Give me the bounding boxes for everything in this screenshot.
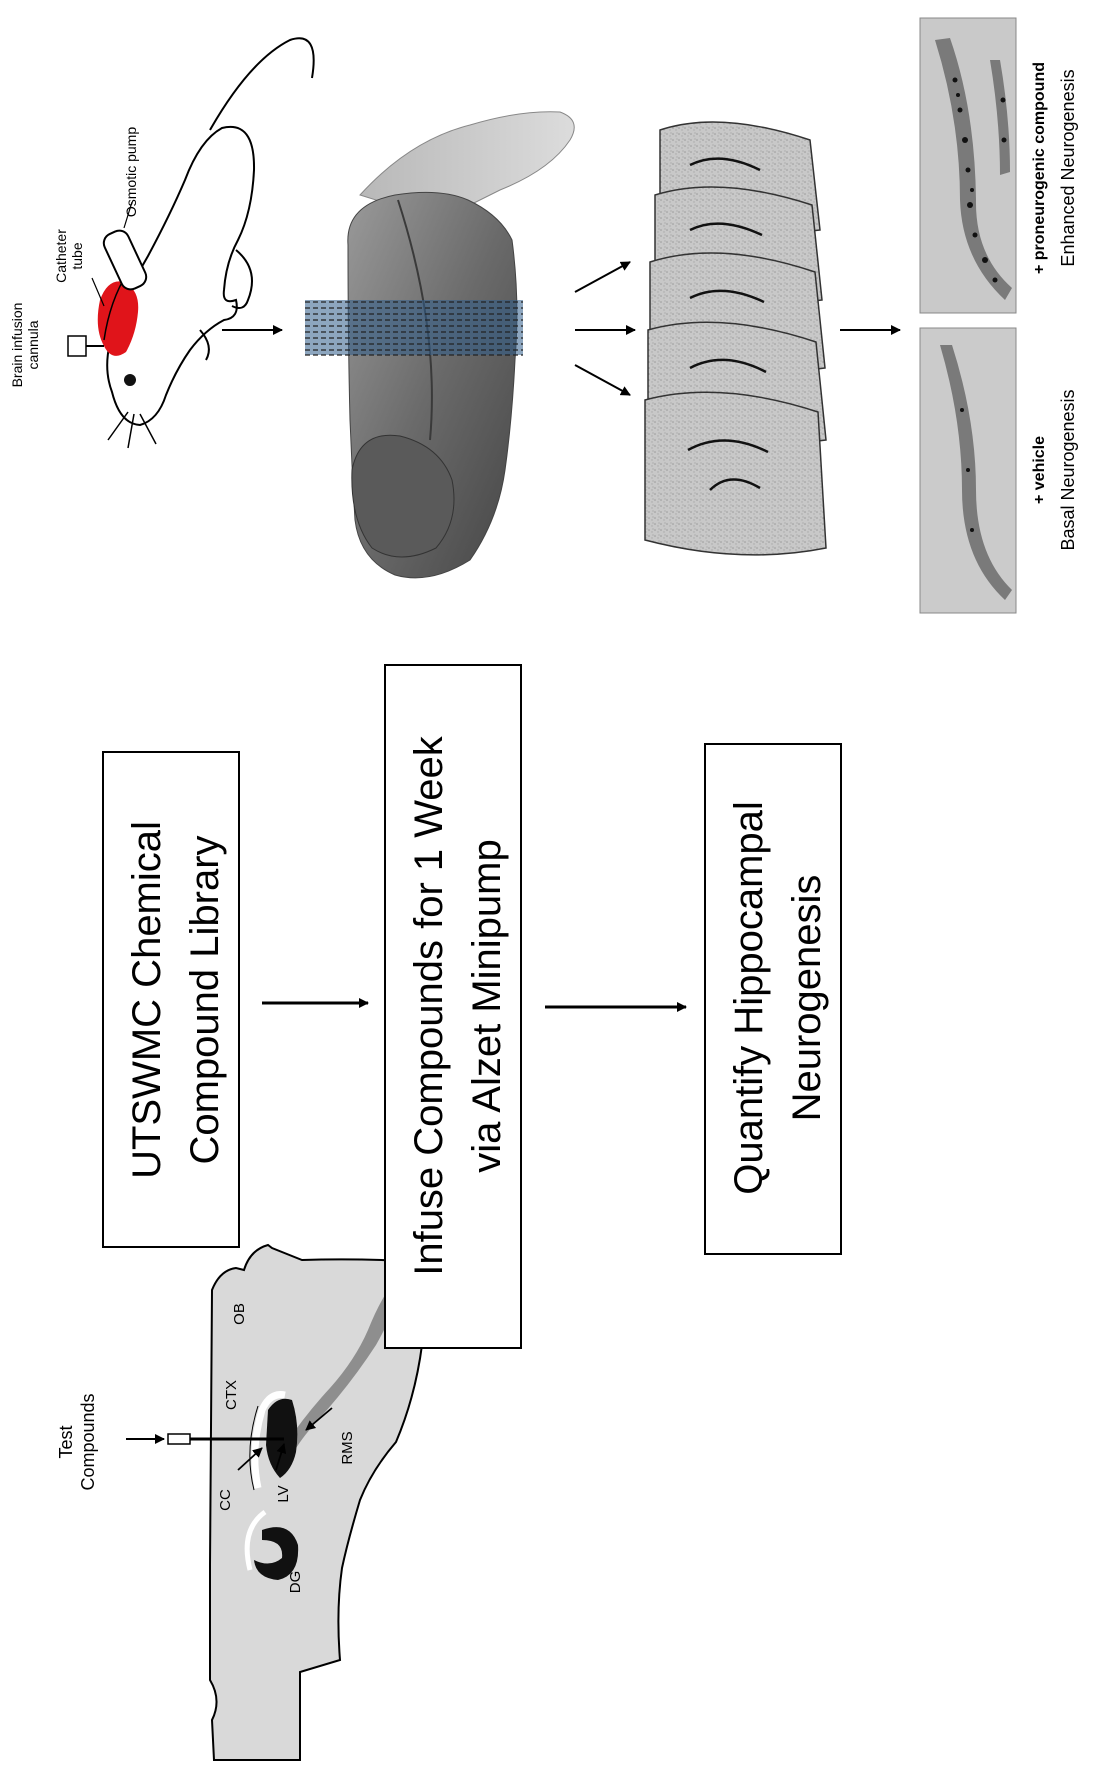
- label-osmotic-pump: Osmotic pump: [123, 127, 139, 217]
- label-rms: RMS: [339, 1431, 356, 1464]
- arrow-brain-to-sections-bottom: [575, 365, 630, 395]
- test-cannula: [168, 1434, 190, 1444]
- compound-caption: Enhanced Neurogenesis: [1058, 69, 1078, 266]
- coronal-section-1: [645, 392, 826, 555]
- mouse-tail: [210, 38, 314, 130]
- step1-line2: Compound Library: [183, 835, 227, 1164]
- results-panels: + vehicle Basal Neurogenesis + proneurog…: [920, 18, 1078, 613]
- label-cc: CC: [217, 1489, 234, 1511]
- vehicle-caption: Basal Neurogenesis: [1058, 389, 1078, 550]
- workflow-steps: UTSWMC Chemical Compound Library Infuse …: [103, 665, 841, 1348]
- sagittal-brain-figure: Test Compounds OB CTX CC LV RMS DG: [56, 1245, 426, 1760]
- whole-brain-figure: [305, 112, 574, 578]
- step2-line2: via Alzet Minipump: [465, 839, 509, 1172]
- mouse-figure: Brain infusion cannula Catheter tube Osm…: [9, 38, 314, 448]
- infusion-cannula: [68, 336, 86, 356]
- vehicle-title: + vehicle: [1031, 436, 1048, 504]
- label-dg: DG: [287, 1571, 304, 1594]
- step3-line2: Neurogenesis: [785, 875, 829, 1122]
- label-brain-infusion-cannula-2: cannula: [25, 320, 41, 369]
- arrow-brain-to-sections-top: [575, 262, 630, 292]
- step2-line1: Infuse Compounds for 1 Week: [407, 735, 451, 1276]
- step3-line1: Quantify Hippocampal: [727, 801, 771, 1195]
- mouse-eye: [124, 374, 136, 386]
- tube-pointer: [92, 278, 104, 306]
- label-lv: LV: [275, 1485, 292, 1502]
- test-compounds-label-line1: Test: [56, 1425, 76, 1458]
- label-catheter-tube-1: Catheter: [53, 229, 69, 283]
- label-catheter-tube-2: tube: [69, 242, 85, 269]
- test-compounds-label-line2: Compounds: [78, 1393, 98, 1490]
- label-ob: OB: [231, 1303, 248, 1325]
- osmotic-pump: [101, 227, 150, 292]
- coronal-sections: [645, 122, 826, 555]
- compound-title: + proneurogenic compound: [1031, 62, 1048, 274]
- label-brain-infusion-cannula-1: Brain infusion: [9, 303, 25, 388]
- step1-line1: UTSWMC Chemical: [125, 821, 169, 1179]
- label-ctx: CTX: [223, 1380, 240, 1410]
